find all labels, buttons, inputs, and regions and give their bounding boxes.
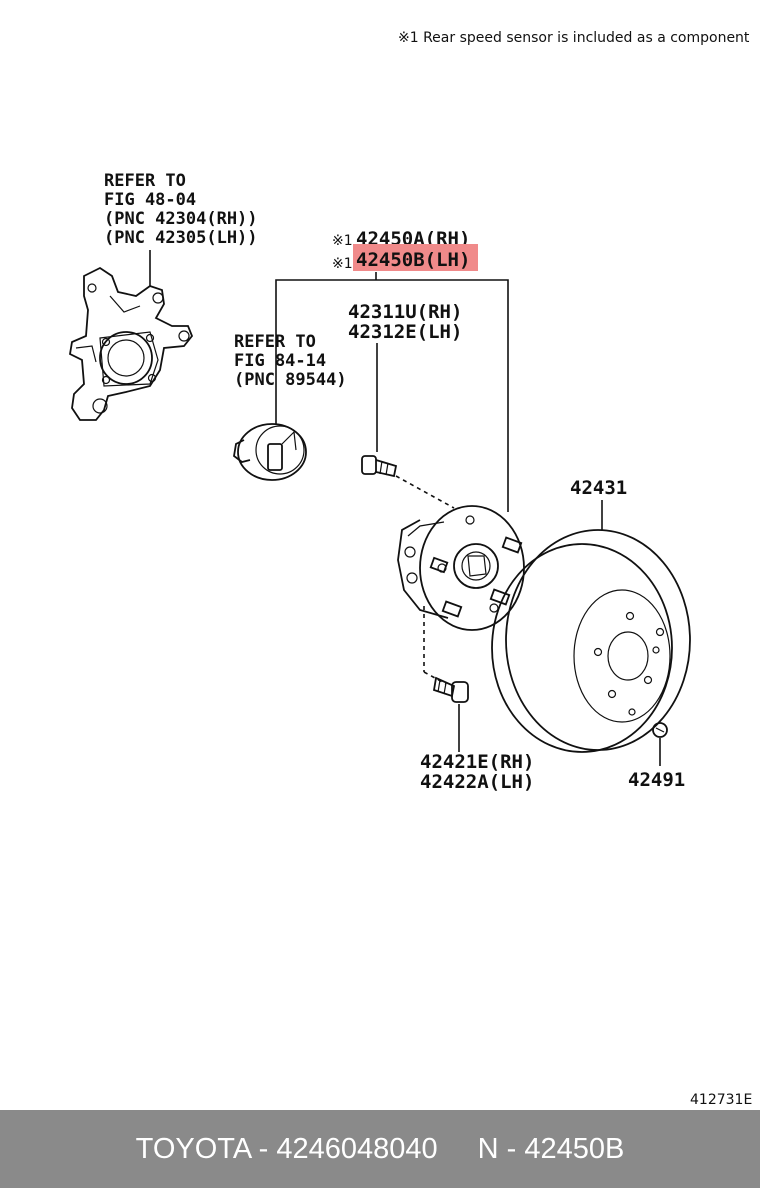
- hub-bolt-drawing: [361, 455, 398, 478]
- screw-drawing: [652, 722, 668, 738]
- refer-sensor-line-1: REFER TO: [234, 332, 316, 352]
- hub-assembly-drawing: [397, 505, 525, 631]
- screw-part: 42491: [628, 769, 685, 791]
- refer-knuckle-line-3: (PNC 42304(RH)): [104, 209, 258, 229]
- hub-bolt-lh: 42312E(LH): [348, 321, 462, 343]
- refer-knuckle-line-1: REFER TO: [104, 171, 186, 191]
- sensor-note: ※1 Rear speed sensor is included as a co…: [398, 30, 750, 46]
- disc-part: 42431: [570, 477, 627, 499]
- footer-pnc: N - 42450B: [477, 1132, 625, 1165]
- hub-bracket: [275, 272, 509, 512]
- hub-bolt-rh: 42311U(RH): [348, 301, 462, 323]
- disc-drawing: [491, 529, 691, 753]
- mount-bolt-drawing: [432, 676, 469, 703]
- hub-bolt-dash: [395, 475, 455, 509]
- parts-diagram: ※1 Rear speed sensor is included as a co…: [69, 30, 752, 1108]
- mount-bolt-lh: 42422A(LH): [420, 771, 534, 793]
- refer-knuckle-label: REFER TO FIG 48-04 (PNC 42304(RH)) (PNC …: [104, 171, 258, 248]
- figure-id: 412731E: [690, 1092, 752, 1108]
- sensor-drawing: [233, 423, 307, 481]
- refer-sensor-line-2: FIG 84-14: [234, 351, 326, 371]
- knuckle-drawing: [69, 266, 194, 421]
- footer-brand-part: TOYOTA - 4246048040: [135, 1132, 438, 1165]
- hub-part-lh[interactable]: 42450B(LH): [356, 249, 470, 271]
- hub-marker-1: ※1: [332, 233, 353, 249]
- footer-bar: TOYOTA - 4246048040 N - 42450B: [0, 1110, 760, 1188]
- hub-marker-2: ※1: [332, 256, 353, 272]
- hub-part-lh-highlight: [353, 244, 478, 271]
- refer-sensor-line-3: (PNC 89544): [234, 370, 347, 390]
- mount-bolt-rh: 42421E(RH): [420, 751, 534, 773]
- refer-sensor-label: REFER TO FIG 84-14 (PNC 89544): [234, 332, 347, 390]
- refer-knuckle-line-4: (PNC 42305(LH)): [104, 228, 258, 248]
- refer-knuckle-line-2: FIG 48-04: [104, 190, 196, 210]
